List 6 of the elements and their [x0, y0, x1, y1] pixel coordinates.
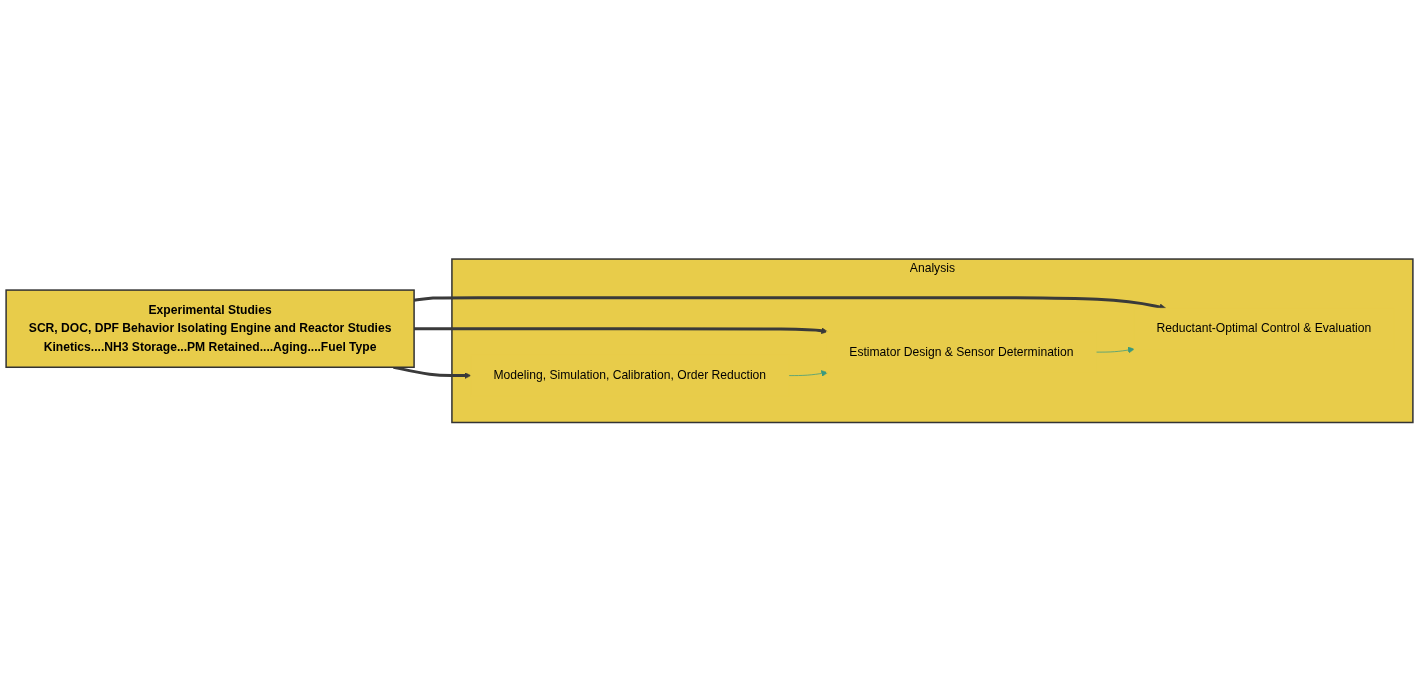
node-text: Reductant-Optimal Control & Evaluation	[1156, 322, 1372, 335]
arrow	[393, 366, 472, 380]
node-text: Estimator Design & Sensor Determination	[849, 345, 1074, 359]
arrow	[414, 327, 828, 335]
node-box: Experimental Studies SCR, DOC, DPF Behavior Isolating Engine and Reactor Studies Kinetics....NH3 Storage...PM Retained....Aging....Fuel Type	[5, 289, 415, 369]
node-text: Modeling, Simulation, Calibration, Order Reduction	[493, 368, 767, 382]
